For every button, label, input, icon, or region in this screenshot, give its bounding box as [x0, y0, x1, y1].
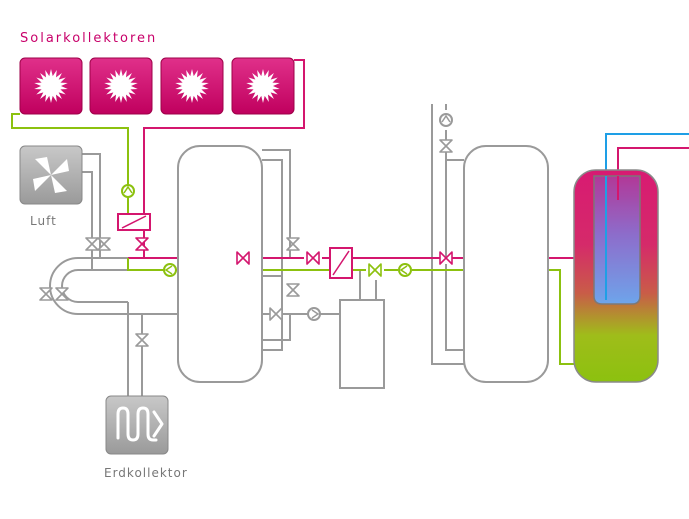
- buffer-tank-1: [177, 145, 263, 383]
- solar-collector-1: [19, 57, 83, 115]
- valve-icon: [55, 287, 69, 301]
- solar-collectors-label: Solarkollektoren: [20, 31, 158, 46]
- sun-icon: [246, 69, 280, 103]
- heat-pump-unit: [339, 299, 385, 389]
- pump-icon: [121, 184, 135, 198]
- solar-collector-4: [231, 57, 295, 115]
- valve-icon: [236, 251, 250, 265]
- solar-collectors: [19, 57, 295, 115]
- sun-icon: [175, 69, 209, 103]
- air-source-label: Luft: [30, 214, 57, 228]
- sun-icon: [34, 69, 68, 103]
- valve-icon: [286, 237, 300, 251]
- valve-icon: [269, 307, 283, 321]
- air-source-unit: [19, 145, 83, 205]
- valve-icon: [135, 237, 149, 251]
- valve-icon: [306, 251, 320, 265]
- valve-icon: [135, 333, 149, 347]
- valve-icon: [439, 251, 453, 265]
- fan-icon: [33, 157, 69, 193]
- valve-icon: [439, 139, 453, 153]
- valves: [39, 139, 453, 347]
- solar-collector-3: [160, 57, 224, 115]
- valve-icon: [39, 287, 53, 301]
- heat-exchanger-icon: [329, 247, 353, 279]
- heat-exchanger-icon: [117, 213, 151, 231]
- valve-icon: [368, 263, 382, 277]
- pump-icon: [307, 307, 321, 321]
- ground-loop-icon: [116, 406, 164, 442]
- valve-icon: [286, 283, 300, 297]
- pump-icon: [398, 263, 412, 277]
- ground-source-label: Erdkollektor: [104, 466, 188, 480]
- sun-icon: [104, 69, 138, 103]
- pump-icon: [439, 113, 453, 127]
- buffer-tank-2: [463, 145, 549, 383]
- solar-loop: [11, 59, 305, 258]
- dhw-storage-tank: [573, 169, 659, 383]
- solar-collector-2: [89, 57, 153, 115]
- pump-icon: [163, 263, 177, 277]
- brine-lines: [49, 104, 464, 398]
- ground-source-unit: [105, 395, 169, 455]
- valve-icon: [85, 237, 99, 251]
